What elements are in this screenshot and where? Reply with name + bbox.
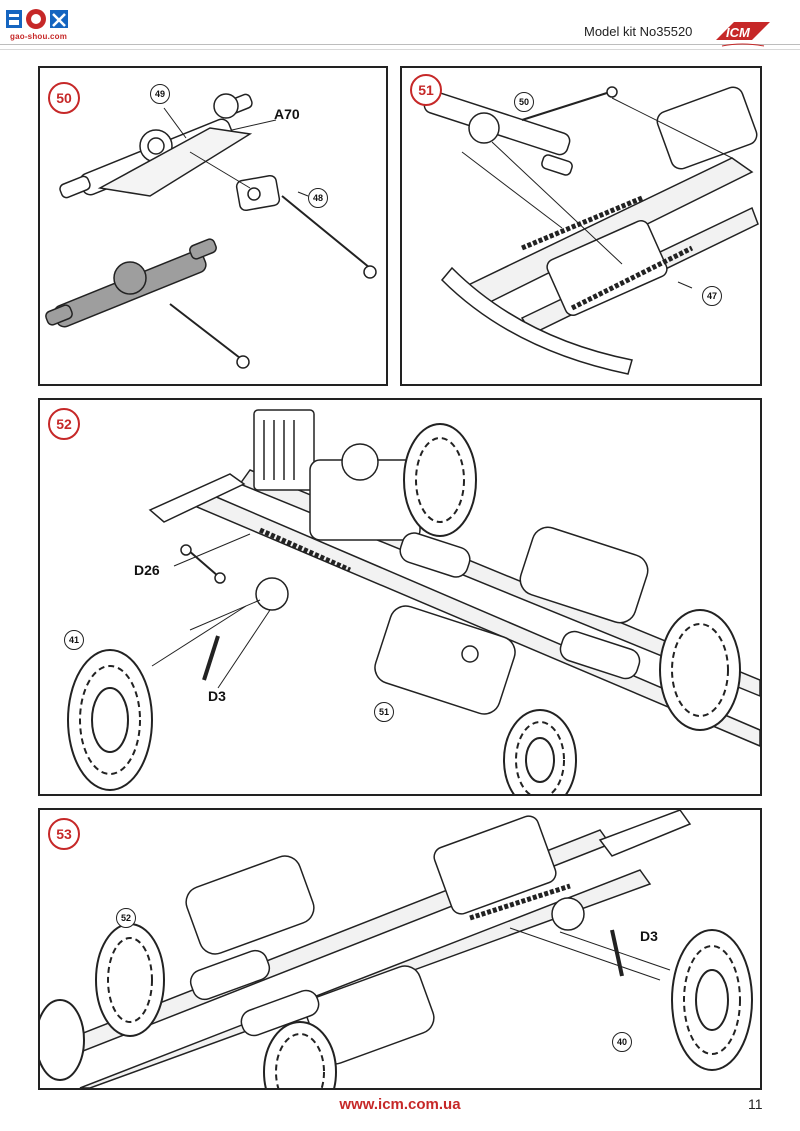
kit-number: Model kit No35520	[584, 24, 693, 39]
front-axle-illustration	[45, 93, 377, 369]
ref-circle: 50	[514, 92, 534, 112]
step-panel-52: 52 D26 41 D3 51	[38, 398, 762, 796]
ref-circle: 49	[150, 84, 170, 104]
ref-circle: 40	[612, 1032, 632, 1052]
header-divider-secondary	[0, 49, 800, 50]
ref-circle: 41	[64, 630, 84, 650]
brand-logo-text: ICM	[726, 25, 751, 40]
chassis-front-illustration	[423, 86, 759, 375]
header-divider	[0, 44, 800, 45]
part-label: A70	[274, 106, 300, 122]
ref-circle: 51	[374, 702, 394, 722]
footer-url: www.icm.com.ua	[339, 1096, 461, 1113]
part-label: D26	[134, 562, 160, 578]
ref-circle: 48	[308, 188, 328, 208]
watermark-logo: gao-shou.com	[4, 6, 74, 41]
step-panel-50: 50 49 A70 48	[38, 66, 388, 386]
step-badge: 51	[410, 74, 442, 106]
step-badge: 53	[48, 818, 80, 850]
watermark-text: gao-shou.com	[10, 32, 68, 41]
ref-circle: 47	[702, 286, 722, 306]
step-badge: 50	[48, 82, 80, 114]
chassis-rear-illustration	[40, 810, 753, 1088]
step-badge: 52	[48, 408, 80, 440]
ref-circle: 52	[116, 908, 136, 928]
icm-logo: ICM	[712, 18, 774, 50]
step-panel-53: 53 52 D3 40	[38, 808, 762, 1090]
part-label: D3	[640, 928, 658, 944]
chassis-side-illustration	[67, 409, 760, 794]
page-number: 11	[748, 1096, 763, 1112]
part-label: D3	[208, 688, 226, 704]
step-panel-51: 51 50 47	[400, 66, 762, 386]
